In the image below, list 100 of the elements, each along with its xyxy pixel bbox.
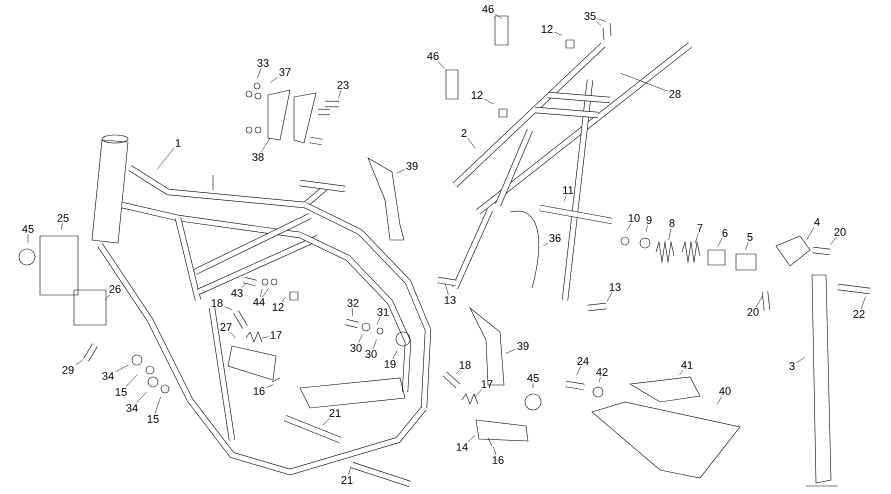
leader-line xyxy=(282,296,286,302)
callout-number: 28 xyxy=(669,90,681,98)
callout-number: 42 xyxy=(596,368,608,376)
callout-number: 22 xyxy=(853,310,865,318)
leader-line xyxy=(104,294,110,300)
callout-number: 5 xyxy=(747,233,753,241)
leader-line xyxy=(444,284,449,295)
leader-line xyxy=(262,336,269,338)
callout-number: 41 xyxy=(681,361,693,369)
callout-number: 17 xyxy=(270,331,282,339)
leader-line xyxy=(157,148,174,170)
leader-line xyxy=(358,334,363,343)
callout-number: 20 xyxy=(834,228,846,236)
leader-line xyxy=(266,384,274,388)
leader-line xyxy=(543,242,548,246)
leader-line xyxy=(230,332,236,338)
callout-number: 18 xyxy=(460,361,471,369)
leader-line xyxy=(679,370,684,376)
leader-line xyxy=(242,284,246,288)
leader-line xyxy=(115,364,129,372)
callout-number: 45 xyxy=(22,225,34,233)
leader-line xyxy=(376,317,381,325)
leader-line xyxy=(468,138,476,150)
callout-number: 37 xyxy=(279,68,291,76)
callout-number: 38 xyxy=(252,153,264,161)
callout-number: 33 xyxy=(257,59,269,67)
leader-line xyxy=(606,292,612,302)
callout-number: 16 xyxy=(254,387,265,395)
leader-line xyxy=(493,446,496,455)
leader-line xyxy=(598,376,601,382)
leader-line xyxy=(322,418,330,426)
callout-number: 6 xyxy=(722,229,728,237)
callout-number: 12 xyxy=(272,303,284,311)
leader-line xyxy=(372,339,377,349)
leader-line xyxy=(626,223,632,231)
callout-number: 8 xyxy=(669,219,675,227)
leader-line xyxy=(260,288,262,298)
callout-number: 2 xyxy=(462,129,467,137)
callout-number: 24 xyxy=(577,357,589,365)
callout-number: 16 xyxy=(492,456,504,464)
leader-line xyxy=(338,90,342,98)
leader-line xyxy=(468,435,476,442)
callout-number: 44 xyxy=(253,298,265,306)
leader-line xyxy=(154,396,161,414)
callout-number: 43 xyxy=(231,289,243,297)
callout-number: 34 xyxy=(126,404,138,412)
callout-number: 10 xyxy=(628,214,640,222)
leader-line xyxy=(126,374,138,387)
callout-number: 29 xyxy=(62,366,74,374)
callout-number: 31 xyxy=(377,308,389,316)
callout-number: 4 xyxy=(814,218,820,226)
callout-number: 35 xyxy=(584,12,596,20)
leader-line xyxy=(596,21,602,26)
leader-line xyxy=(261,138,270,152)
leader-line xyxy=(136,392,147,403)
leader-line xyxy=(806,226,814,240)
callout-number: 18 xyxy=(212,299,223,307)
leader-line xyxy=(564,194,567,202)
leader-line xyxy=(456,370,460,374)
callout-number: 46 xyxy=(482,5,494,13)
leader-line xyxy=(61,223,63,230)
leader-line xyxy=(646,225,648,232)
leader-line xyxy=(474,388,482,398)
leader-line xyxy=(262,288,269,298)
callout-number: 12 xyxy=(472,91,483,99)
leader-line xyxy=(495,14,502,19)
callout-number: 7 xyxy=(698,224,702,232)
leader-line xyxy=(505,348,516,354)
leader-line xyxy=(270,77,278,83)
leader-line xyxy=(257,68,262,78)
callout-number: 27 xyxy=(220,323,232,331)
callout-number: 17 xyxy=(482,380,493,388)
callout-number: 3 xyxy=(789,362,795,370)
callout-number: 13 xyxy=(610,283,621,291)
leader-line xyxy=(694,232,699,244)
callout-number: 45 xyxy=(527,374,539,382)
callout-number: 21 xyxy=(329,409,341,417)
leader-line xyxy=(352,308,353,316)
callout-number: 19 xyxy=(384,360,396,368)
leader-line xyxy=(756,295,764,307)
callout-number: 9 xyxy=(646,216,652,224)
leader-line xyxy=(224,306,233,311)
leader-line xyxy=(532,382,534,388)
leader-line xyxy=(75,360,83,366)
callout-number: 34 xyxy=(102,372,114,380)
callout-number: 23 xyxy=(337,81,349,89)
leader-line xyxy=(830,237,836,246)
leader-line xyxy=(348,466,352,475)
callout-number: 15 xyxy=(148,415,159,423)
leader-line xyxy=(484,98,494,104)
callout-number: 1 xyxy=(176,139,181,147)
callout-number: 15 xyxy=(116,388,127,396)
leader-line xyxy=(716,396,722,405)
leader-line xyxy=(796,357,805,364)
callout-number: 26 xyxy=(109,285,121,293)
leader-line xyxy=(860,296,866,309)
leader-line xyxy=(620,73,668,92)
callout-number: 46 xyxy=(427,52,439,60)
callout-number: 14 xyxy=(456,443,468,451)
callout-number: 39 xyxy=(517,342,529,350)
